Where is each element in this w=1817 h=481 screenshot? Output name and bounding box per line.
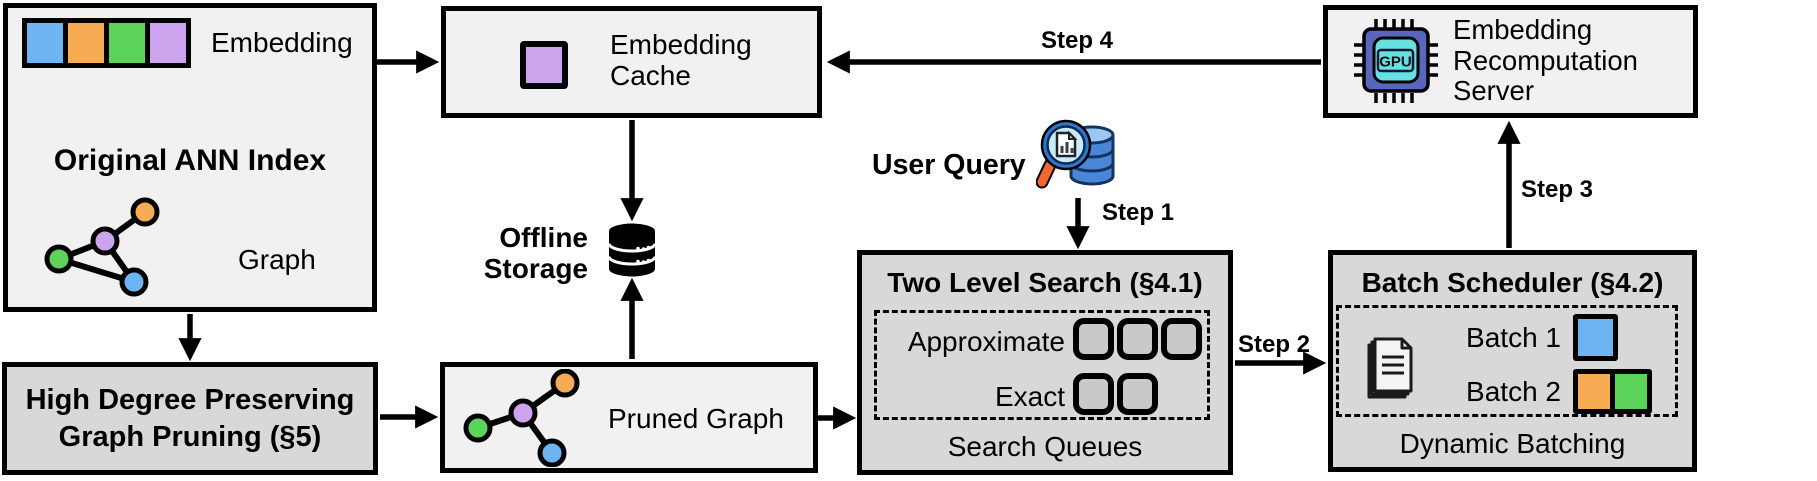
- recomputation-server-box: GPU Embedding Recomputation Server: [1323, 5, 1698, 118]
- queue-slot: [1117, 373, 1158, 415]
- approximate-queue-label: Approximate: [907, 326, 1065, 357]
- offline-storage-label: Offline Storage: [483, 222, 588, 284]
- exact-queue-label: Exact: [994, 381, 1065, 412]
- gpu-chip-icon: GPU: [1354, 19, 1438, 103]
- embedding-vector-icon: [22, 18, 191, 68]
- embedding-cell-green: [109, 23, 145, 63]
- batch-scheduler-box: Batch Scheduler (§4.2) Batch 1 Batch 2 D…: [1328, 250, 1697, 472]
- graph-node-green: [463, 413, 493, 443]
- search-queues-region: Approximate Exact: [874, 310, 1210, 420]
- embedding-cache-label: Embedding Cache: [610, 29, 752, 91]
- cached-embedding-icon: [520, 41, 568, 89]
- gpu-text: GPU: [1379, 54, 1412, 71]
- step4-label: Step 4: [1041, 27, 1114, 54]
- graph-pruning-box: High Degree Preserving Graph Pruning (§5…: [2, 362, 378, 475]
- batch2-label: Batch 2: [1466, 376, 1561, 407]
- graph-node-blue: [537, 438, 567, 467]
- database-icon: [607, 223, 657, 277]
- batch-scheduler-title: Batch Scheduler (§4.2): [1361, 267, 1664, 298]
- queue-slot: [1073, 373, 1114, 415]
- graph-label: Graph: [238, 244, 316, 275]
- graph-pruning-title: High Degree Preserving Graph Pruning (§5…: [25, 383, 355, 453]
- graph-node-blue: [119, 267, 149, 297]
- two-level-search-box: Two Level Search (§4.1) Approximate Exac…: [857, 250, 1233, 475]
- pruned-graph-label: Pruned Graph: [608, 403, 784, 434]
- search-queues-footer: Search Queues: [947, 431, 1143, 462]
- original-ann-index-box: Embedding Original ANN Index Graph: [3, 3, 377, 312]
- graph-node-green: [44, 244, 74, 274]
- queue-slot: [1073, 318, 1114, 360]
- documents-icon: [1367, 337, 1413, 399]
- graph-node-purple: [508, 398, 538, 428]
- graph-node-orange: [130, 197, 160, 227]
- embedding-label: Embedding: [211, 27, 353, 58]
- dynamic-batching-footer: Dynamic Batching: [1399, 428, 1626, 459]
- embedding-cell-purple: [150, 23, 186, 63]
- pruned-graph-box: Pruned Graph: [440, 362, 818, 473]
- pruned-graph-icon: [463, 369, 580, 467]
- magnifier: [1036, 119, 1092, 189]
- step3-label: Step 3: [1521, 176, 1594, 203]
- exact-queue-slots: [1073, 373, 1158, 415]
- step1-label: Step 1: [1102, 199, 1175, 226]
- graph-node-purple: [90, 226, 120, 256]
- graph-icon: [44, 197, 160, 297]
- embedding-cell-orange: [68, 23, 104, 63]
- batch1-label: Batch 1: [1466, 322, 1561, 353]
- batch1-square-blue: [1573, 314, 1618, 361]
- approximate-queue-slots: [1073, 318, 1202, 360]
- embedding-row: Embedding: [22, 18, 353, 68]
- user-query-icon: [1036, 119, 1115, 189]
- two-level-search-title: Two Level Search (§4.1): [887, 267, 1203, 298]
- recomputation-server-label: Embedding Recomputation Server: [1453, 14, 1638, 106]
- graph-node-orange: [550, 369, 580, 398]
- step2-label: Step 2: [1238, 331, 1311, 358]
- embedding-cache-box: Embedding Cache: [441, 6, 822, 118]
- embedding-cell-blue: [27, 23, 63, 63]
- batch2-square-green: [1610, 369, 1652, 414]
- queue-slot: [1117, 318, 1158, 360]
- queue-slot: [1161, 318, 1202, 360]
- batch2-square-orange: [1573, 369, 1615, 414]
- dynamic-batching-region: Batch 1 Batch 2: [1336, 305, 1678, 417]
- ann-index-title: Original ANN Index: [53, 144, 327, 177]
- user-query-label: User Query: [872, 149, 1026, 181]
- batch2-squares: [1573, 369, 1652, 414]
